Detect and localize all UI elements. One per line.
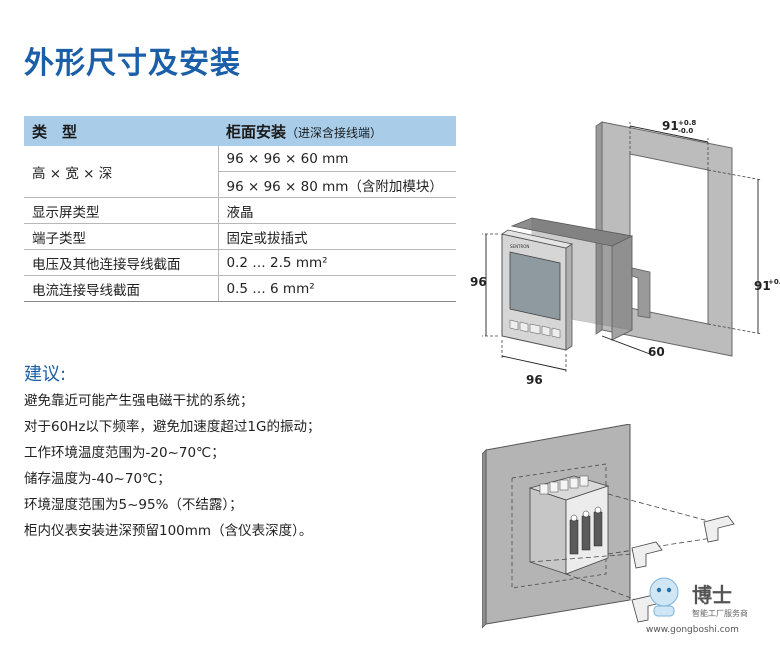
front-height-label: 96 [470,275,487,289]
mounting-clip [631,267,651,319]
row-size-value-2: 96 × 96 × 80 mm（含附加模块） [218,171,456,198]
table-row: 电流连接导线截面 0.5 … 6 mm² [24,275,456,302]
depth-label: 60 [648,345,665,359]
module-slots [569,506,603,555]
page-title: 外形尺寸及安装 [24,46,241,81]
guide-line [607,537,713,555]
mascot-eye [666,587,672,593]
advice-item: 避免靠近可能产生强电磁干扰的系统； [24,393,254,409]
meter-bezel-edge [565,243,573,351]
module-connector [570,514,578,522]
meter-button [529,323,541,335]
module-slot [581,515,591,551]
cutout-width-tol-plus: +0.8 [678,119,696,127]
cutout-height-tol: +0.8 [768,278,780,286]
watermark-logo-text: 博士 [692,583,732,607]
mascot-eye [656,587,662,593]
robot-mascot-icon [649,577,679,607]
terminal [559,479,569,491]
panel-cutout-outline [511,463,607,589]
table-row: 电压及其他连接导线截面 0.2 … 2.5 mm² [24,249,456,276]
module-connector [594,506,602,514]
table-row: 显示屏类型 液晶 [24,197,456,224]
row-voltage-value: 0.2 … 2.5 mm² [218,249,456,276]
watermark-tagline: 智能工厂服务商 [692,608,748,618]
row-terminal-value: 固定或拔插式 [218,223,456,250]
mounting-panel-edge [482,449,487,629]
brand-mark: SENTRON [510,244,529,249]
dim-line-depth [601,335,651,355]
front-width-label: 96 [526,373,543,387]
advice-item: 工作环境温度范围为-20~70℃； [24,445,225,461]
module-slot [593,511,603,547]
header-cabinet-label: 柜面安装 [226,122,287,141]
meter-rear-face [529,487,567,575]
header-cabinet-note: （进深含接线端） [286,125,383,140]
advice-item: 储存温度为-40~70℃； [24,471,171,487]
row-voltage-label: 电压及其他连接导线截面 [24,249,219,276]
dim-ext-line [707,169,763,181]
table-row: 高 × 宽 × 深 96 × 96 × 60 mm [24,146,456,198]
guide-line [565,573,643,603]
watermark-logo: 博士 智能工厂服务商 www.gongboshi.com [646,577,748,635]
meter-button [541,325,551,337]
module-connector [582,510,590,518]
advice-title: 建议: [24,364,67,385]
meter-button [551,327,561,339]
mascot-body [653,605,675,617]
module-slot [569,519,579,555]
row-display-label: 显示屏类型 [24,197,219,224]
table-header-row: 类 型 柜面安装（进深含接线端） [24,116,456,146]
dim-line-front-width [501,355,567,371]
guide-line [607,493,713,523]
row-display-value: 液晶 [218,197,456,224]
terminal [539,483,549,495]
header-cabinet: 柜面安装（进深含接线端） [218,116,456,146]
advice-item: 环境湿度范围为5~95%（不结露）； [24,497,243,513]
panel-edge [595,121,603,335]
advice-item: 柜内仪表安装进深预留100mm（含仪表深度）。 [24,523,313,539]
terminal [569,477,579,489]
meter-body-side [611,235,633,341]
row-current-value: 0.5 … 6 mm² [218,275,456,302]
dim-line-cutout-width [629,125,709,143]
guide-line [529,553,633,563]
lcd-screen [509,251,561,321]
mounting-clip [703,515,735,543]
cutout-width-tol-minus: -0.0 [678,127,693,135]
meter-bezel-top [500,229,574,249]
advice-list: 避免靠近可能产生强电磁干扰的系统； 对于60Hz以下频率，避免加速度超过1G的振… [24,388,320,544]
row-size-value-1: 96 × 96 × 60 mm [218,146,456,172]
header-type: 类 型 [24,116,218,146]
spec-table: 类 型 柜面安装（进深含接线端） 高 × 宽 × 深 96 × 96 × 60 … [24,116,456,302]
meter-button [519,321,529,333]
cutout-width-label: 91 [662,119,679,133]
row-terminal-label: 端子类型 [24,223,219,250]
dim-ext-line [707,323,763,335]
dimension-drawing: 91 +0.8 -0.0 91 +0.8 SENTRON 96 96 60 [470,119,780,387]
watermark-url: www.gongboshi.com [646,625,739,635]
row-current-label: 电流连接导线截面 [24,275,219,302]
cutout-height-label: 91 [754,279,771,293]
mounting-clip [631,541,663,569]
row-size-label: 高 × 宽 × 深 [24,146,219,198]
table-row: 96 × 96 × 80 mm（含附加模块） [24,171,456,198]
meter-button [509,319,519,331]
table-row: 端子类型 固定或拔插式 [24,223,456,250]
terminal [549,481,559,493]
installation-drawing [482,424,735,629]
terminal-block [539,475,589,495]
terminal [579,475,589,487]
advice-item: 对于60Hz以下频率，避免加速度超过1G的振动； [24,419,321,435]
meter-buttons [509,319,561,339]
